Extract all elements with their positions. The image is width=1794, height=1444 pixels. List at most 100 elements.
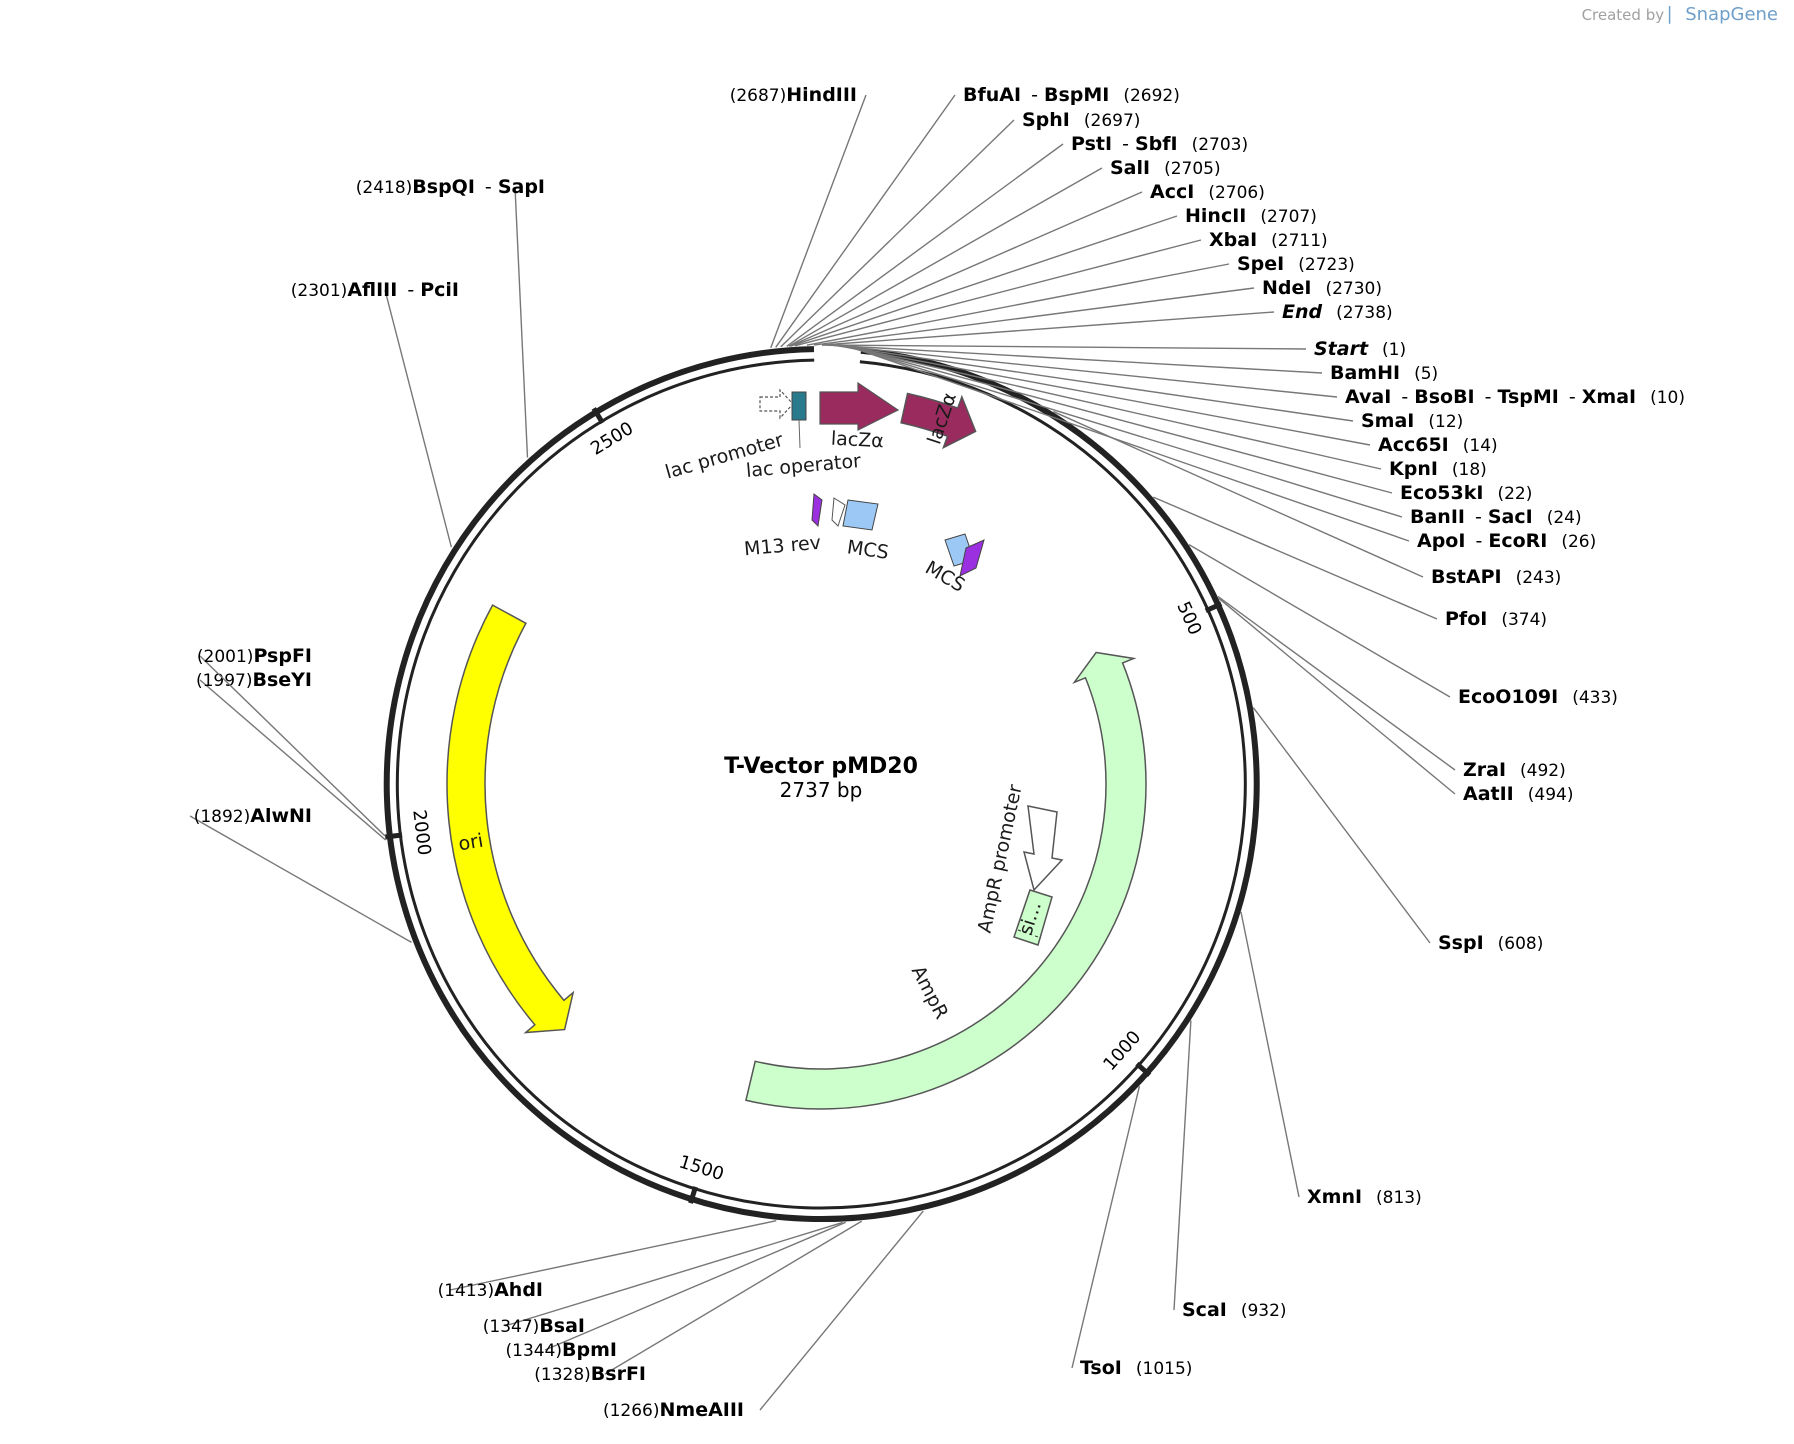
enzyme-name: XmaI [1582, 386, 1636, 408]
lac-operator-leader [798, 419, 801, 449]
tick-label: 500 [1172, 598, 1205, 638]
site-position: (1892) [194, 807, 251, 827]
restriction-site-label[interactable]: ZraI(492) [1463, 759, 1566, 781]
site-position: (2723) [1298, 255, 1355, 275]
site-position: (2301) [291, 281, 348, 301]
restriction-site-label[interactable]: AccI(2706) [1150, 181, 1265, 203]
restriction-site-label[interactable]: BanII- SacI(24) [1410, 506, 1582, 528]
ampr-promoter-arrow[interactable] [1022, 805, 1064, 892]
restriction-site-label[interactable]: BamHI(5) [1330, 362, 1438, 384]
enzyme-name: BfuAI [963, 84, 1021, 106]
mcs-purple-box[interactable] [959, 539, 985, 577]
ori-arrow[interactable] [446, 604, 575, 1034]
plasmid-name: T-Vector pMD20 [724, 754, 918, 779]
site-leader-line [1071, 1086, 1141, 1369]
restriction-site-label[interactable]: (2418)BspQI- SapI [356, 176, 545, 198]
site-separator: - [1401, 386, 1414, 408]
restriction-site-label[interactable]: TsoI(1015) [1080, 1357, 1192, 1379]
site-position: (10) [1650, 388, 1685, 408]
site-separator: - [1475, 530, 1488, 552]
enzyme-name: Eco53kI [1400, 482, 1483, 504]
restriction-site-label[interactable]: BstAPI(243) [1431, 566, 1561, 588]
enzyme-name: ApoI [1417, 530, 1465, 552]
signal-peptide-divider [1017, 929, 1042, 939]
restriction-site-label[interactable]: (2301)AflIII- PciI [291, 279, 459, 301]
site-leader-line [1240, 911, 1300, 1198]
restriction-site-label[interactable]: PstI- SbfI(2703) [1071, 133, 1248, 155]
restriction-site-label[interactable]: (1997)BseYI [196, 669, 312, 691]
site-leader-line [1217, 595, 1456, 771]
restriction-site-label[interactable]: Start(1) [1314, 338, 1406, 360]
enzyme-name: AatII [1463, 783, 1514, 805]
restriction-site-label[interactable]: (1413)AhdI [438, 1279, 543, 1301]
restriction-site-label[interactable]: AatII(494) [1463, 783, 1573, 805]
site-leader-line [199, 679, 387, 841]
lacZa-arrow[interactable] [900, 392, 977, 450]
restriction-site-label[interactable]: Acc65I(14) [1378, 434, 1498, 456]
restriction-site-label[interactable]: Eco53kI(22) [1400, 482, 1532, 504]
enzyme-name: SphI [1022, 109, 1070, 131]
enzyme-name: SacI [1488, 506, 1533, 528]
restriction-site-label[interactable]: (1347)BsaI [483, 1315, 585, 1337]
restriction-site-label[interactable]: XmnI(813) [1307, 1186, 1422, 1208]
site-position: (2705) [1164, 159, 1221, 179]
site-separator: - [1485, 386, 1498, 408]
restriction-site-label[interactable]: (2001)PspFI [197, 645, 312, 667]
restriction-site-label[interactable]: End(2738) [1282, 301, 1393, 323]
restriction-site-label[interactable]: BfuAI- BspMI(2692) [963, 84, 1180, 106]
site-leader-line [504, 1221, 843, 1327]
restriction-site-label[interactable]: EcoO109I(433) [1458, 686, 1618, 708]
enzyme-name: HincII [1185, 205, 1246, 227]
enzyme-name: SbfI [1135, 133, 1178, 155]
site-leader-line [1153, 496, 1438, 620]
restriction-site-label[interactable]: PfoI(374) [1445, 608, 1547, 630]
restriction-site-label[interactable]: SmaI(12) [1361, 410, 1463, 432]
site-leader-line [813, 287, 1255, 346]
restriction-site-label[interactable]: SpeI(2723) [1237, 253, 1355, 275]
site-separator: - [485, 176, 498, 198]
site-leader-line [604, 1220, 863, 1375]
site-leader-line [788, 167, 1103, 347]
mcs-box-1[interactable] [842, 499, 879, 531]
m13-rev-arrow[interactable] [811, 493, 823, 528]
restriction-site-label[interactable]: SspI(608) [1438, 932, 1543, 954]
restriction-site-label[interactable]: ScaI(932) [1182, 1299, 1287, 1321]
site-position: (2730) [1325, 279, 1382, 299]
lac-operator-box[interactable] [791, 391, 807, 421]
enzyme-name: KpnI [1389, 458, 1438, 480]
restriction-site-label[interactable]: KpnI(18) [1389, 458, 1487, 480]
restriction-site-label[interactable]: (2687)HindIII [730, 84, 857, 106]
enzyme-name: NdeI [1262, 277, 1311, 299]
restriction-site-label[interactable]: (1328)BsrFI [534, 1363, 646, 1385]
site-leader-line [1218, 597, 1456, 795]
site-position: (5) [1414, 364, 1438, 384]
restriction-site-label[interactable]: SphI(2697) [1022, 109, 1140, 131]
restriction-site-label[interactable]: (1892)AlwNI [194, 805, 312, 827]
site-position: (26) [1561, 532, 1596, 552]
lac-promoter-arrow[interactable] [759, 388, 794, 420]
restriction-site-label[interactable]: NdeI (2730) [1262, 277, 1382, 299]
restriction-site-label[interactable]: HincII(2707) [1185, 205, 1317, 227]
site-position: (1328) [534, 1365, 591, 1385]
snapgene-logo-icon: ▏ [1668, 6, 1681, 24]
restriction-site-label[interactable]: AvaI- BsoBI- TspMI- XmaI(10) [1345, 386, 1685, 408]
restriction-site-label[interactable]: (1344)BpmI [506, 1339, 617, 1361]
ampr-arrow[interactable] [745, 651, 1147, 1110]
enzyme-name: Acc65I [1378, 434, 1449, 456]
site-leader-line [831, 344, 1338, 398]
enzyme-name: SapI [498, 176, 545, 198]
site-position: (1997) [196, 671, 253, 691]
lacza-inner-arrow[interactable] [819, 381, 900, 431]
mcs-small-arrow[interactable] [831, 497, 846, 527]
site-position: (2738) [1336, 303, 1393, 323]
restriction-site-label[interactable]: ApoI- EcoRI(26) [1417, 530, 1596, 552]
restriction-site-label[interactable]: XbaI(2711) [1209, 229, 1328, 251]
restriction-site-label[interactable]: (1266)NmeAIII [603, 1399, 744, 1421]
site-leader-line [544, 1221, 846, 1351]
site-leader-line [189, 815, 412, 943]
site-leader-line [846, 345, 1410, 542]
enzyme-name: PspFI [253, 645, 312, 667]
signal-peptide-box[interactable] [1013, 889, 1053, 946]
site-leader-line [789, 191, 1143, 347]
restriction-site-label[interactable]: SalI(2705) [1110, 157, 1221, 179]
